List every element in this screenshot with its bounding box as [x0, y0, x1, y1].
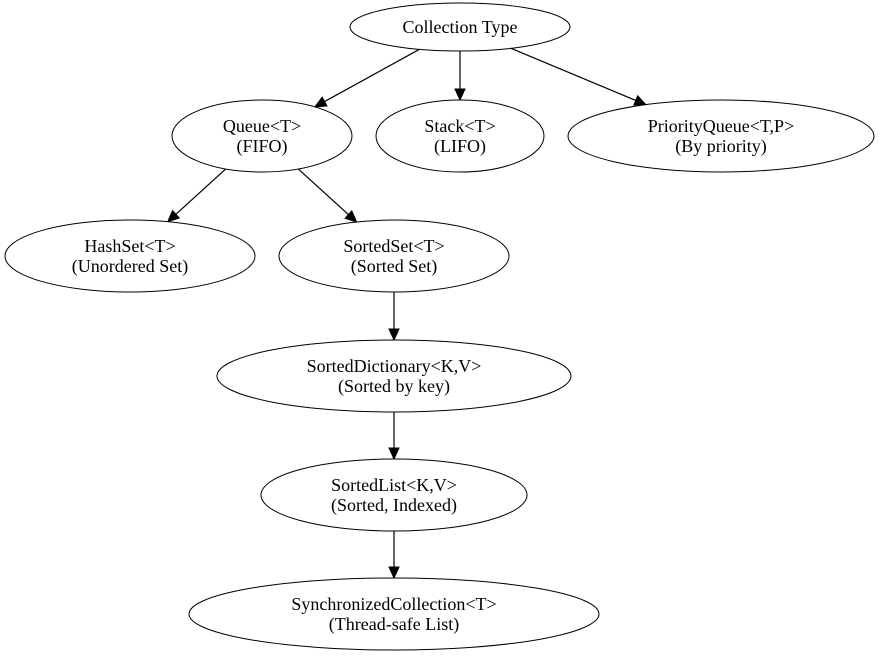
- edge-sortedset-to-sorted-dictionary: [388, 292, 400, 342]
- node-sortedset-label-1: SortedSet<T>: [343, 236, 444, 256]
- node-sorted-dictionary: SortedDictionary<K,V>(Sorted by key): [216, 339, 572, 413]
- node-sorted-list-label-2: (Sorted, Indexed): [331, 495, 457, 516]
- node-sorted-list: SortedList<K,V>(Sorted, Indexed): [260, 458, 528, 532]
- node-sorted-dictionary-label-1: SortedDictionary<K,V>: [307, 356, 482, 376]
- node-queue-ellipse: [171, 99, 353, 173]
- node-collection-type-ellipse: [349, 2, 571, 52]
- node-priority-queue: PriorityQueue<T,P>(By priority): [567, 99, 875, 173]
- node-sortedset-label-2: (Sorted Set): [351, 256, 437, 277]
- edges-layer: [166, 47, 648, 580]
- edge-collection-type-to-priority-queue: [510, 47, 648, 106]
- edge-line: [324, 48, 420, 103]
- edge-arrowhead: [166, 209, 181, 223]
- edge-arrowhead: [633, 94, 648, 106]
- node-synchronized-collection-label-2: (Thread-safe List): [329, 614, 459, 635]
- edge-line: [297, 168, 349, 216]
- edge-sorted-dictionary-to-sorted-list: [388, 412, 400, 461]
- node-synchronized-collection: SynchronizedCollection<T>(Thread-safe Li…: [188, 577, 600, 651]
- edge-sorted-list-to-synchronized-collection: [388, 531, 400, 580]
- edge-collection-type-to-stack: [454, 51, 466, 102]
- edge-arrowhead: [388, 566, 400, 580]
- edge-arrowhead: [344, 209, 358, 223]
- node-synchronized-collection-ellipse: [188, 577, 600, 651]
- node-sorted-list-label-1: SortedList<K,V>: [331, 475, 457, 495]
- node-sortedset: SortedSet<T>(Sorted Set): [278, 219, 510, 293]
- node-stack-ellipse: [375, 99, 545, 173]
- edge-arrowhead: [454, 88, 466, 102]
- node-stack-label-1: Stack<T>: [424, 116, 495, 136]
- node-priority-queue-label-2: (By priority): [675, 136, 767, 157]
- edge-queue-to-hashset: [166, 168, 227, 223]
- edge-arrowhead: [388, 328, 400, 342]
- edge-line: [510, 47, 636, 101]
- node-hashset-ellipse: [4, 219, 256, 293]
- edge-line: [175, 168, 227, 215]
- node-collection-type-label-1: Collection Type: [403, 17, 518, 37]
- edge-arrowhead: [313, 96, 328, 108]
- node-collection-type: Collection Type: [349, 2, 571, 52]
- node-stack: Stack<T>(LIFO): [375, 99, 545, 173]
- node-hashset-label-1: HashSet<T>: [84, 236, 175, 256]
- edge-arrowhead: [388, 447, 400, 461]
- edge-collection-type-to-queue: [313, 48, 420, 108]
- node-hashset-label-2: (Unordered Set): [72, 256, 188, 277]
- node-queue-label-2: (FIFO): [236, 136, 287, 157]
- node-priority-queue-ellipse: [567, 99, 875, 173]
- edge-queue-to-sortedset: [297, 168, 358, 223]
- node-sorted-dictionary-ellipse: [216, 339, 572, 413]
- node-queue: Queue<T>(FIFO): [171, 99, 353, 173]
- node-sortedset-ellipse: [278, 219, 510, 293]
- node-sorted-dictionary-label-2: (Sorted by key): [338, 376, 450, 397]
- node-queue-label-1: Queue<T>: [223, 116, 301, 136]
- node-priority-queue-label-1: PriorityQueue<T,P>: [648, 116, 794, 136]
- node-hashset: HashSet<T>(Unordered Set): [4, 219, 256, 293]
- node-stack-label-2: (LIFO): [434, 136, 486, 157]
- node-synchronized-collection-label-1: SynchronizedCollection<T>: [291, 594, 496, 614]
- node-sorted-list-ellipse: [260, 458, 528, 532]
